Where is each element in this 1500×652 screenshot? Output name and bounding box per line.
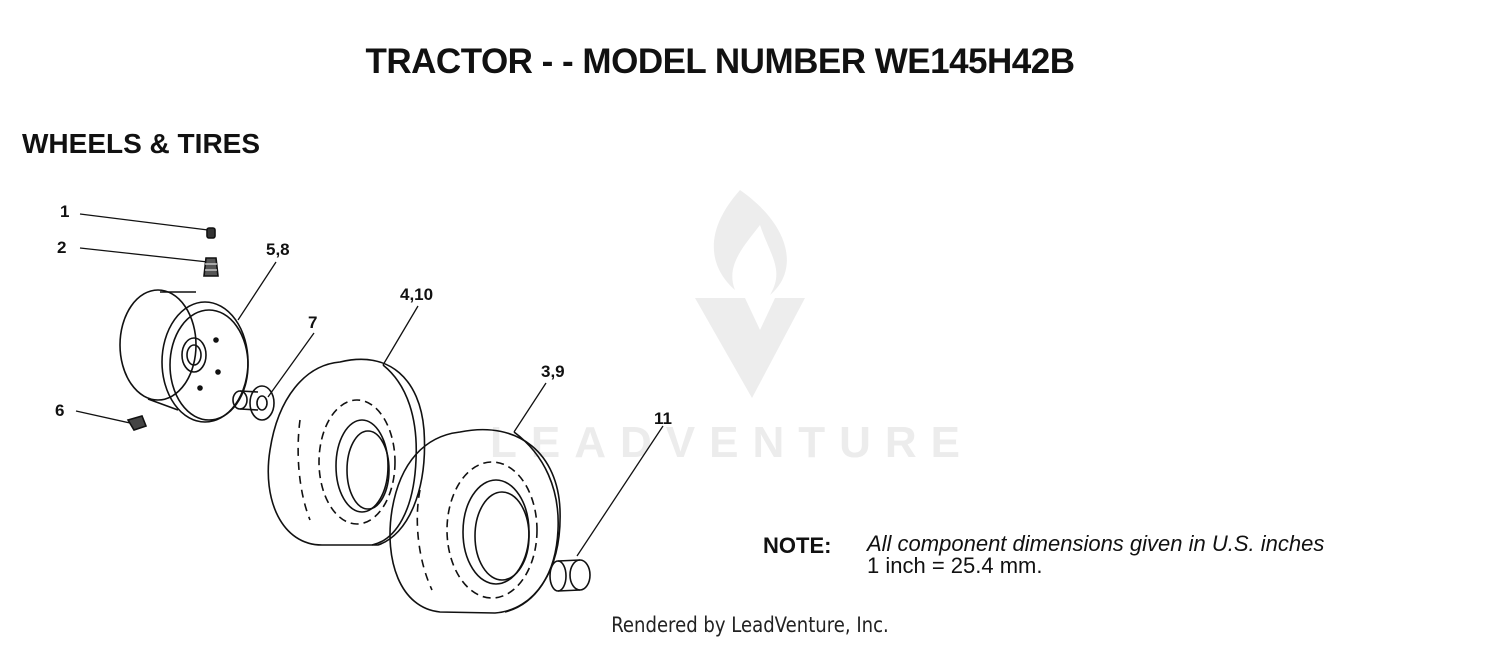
callout-6: 6: [55, 401, 65, 420]
leader-lines: [75, 213, 664, 557]
note-body: All component dimensions given in U.S. i…: [867, 533, 1324, 577]
front-tire-part: [267, 358, 426, 546]
callout-1: 1: [60, 202, 70, 221]
section-title: WHEELS & TIRES: [22, 128, 261, 159]
dimension-note: NOTE: All component dimensions given in U…: [763, 533, 1324, 577]
callout-7: 7: [308, 313, 318, 332]
note-line-2: 1 inch = 25.4 mm.: [867, 553, 1043, 578]
hub-cap-part: [549, 559, 591, 592]
valve-cap-part: [206, 227, 216, 239]
note-label: NOTE:: [763, 533, 832, 558]
callout-3-9: 3,9: [541, 362, 565, 381]
bushing-part: [232, 385, 275, 421]
note-line-1: All component dimensions given in U.S. i…: [867, 531, 1325, 556]
valve-stem-part: [203, 257, 219, 277]
wheel-rim-part: [119, 289, 249, 423]
footer-credit: Rendered by LeadVenture, Inc.: [611, 613, 889, 637]
callout-5-8: 5,8: [266, 240, 290, 259]
callout-2: 2: [57, 238, 67, 257]
rear-tire-part: [389, 428, 561, 614]
page-title: TRACTOR - - MODEL NUMBER WE145H42B: [365, 42, 1076, 81]
callout-4-10: 4,10: [400, 285, 434, 304]
grease-fitting-part: [126, 415, 148, 431]
callout-11: 11: [654, 409, 672, 428]
